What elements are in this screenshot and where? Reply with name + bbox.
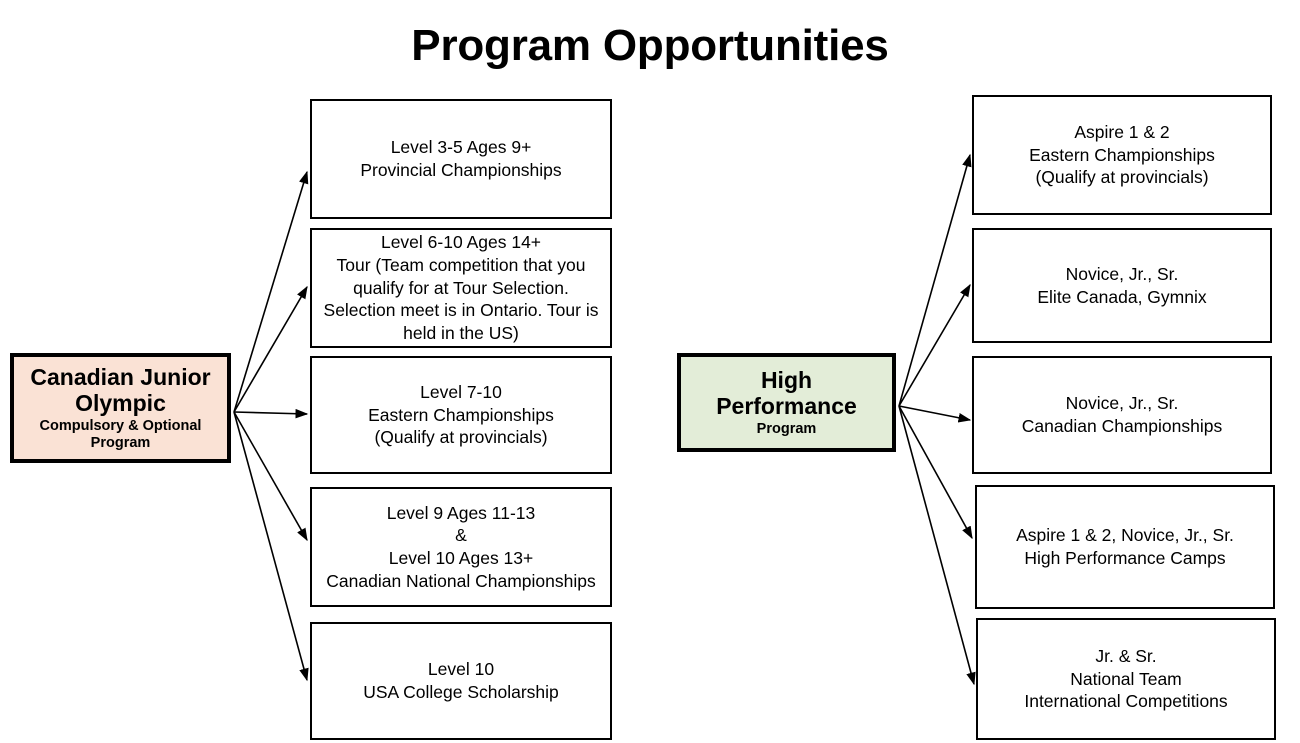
program-subtitle-cjo: Compulsory & Optional Program — [39, 418, 202, 452]
outcome-line: (Qualify at provincials) — [1035, 167, 1209, 188]
page-title: Program Opportunities — [411, 21, 889, 70]
cjo-arrow-3 — [233, 408, 309, 419]
outcome-line: Level 7-10 — [420, 381, 502, 402]
hp-arrow-1 — [898, 153, 972, 407]
outcome-line: & — [455, 525, 467, 546]
outcome-line: Novice, Jr., Sr. — [1065, 393, 1179, 414]
program-box-high-performance[interactable]: High Performance Program — [677, 353, 896, 452]
cjo-arrow-4 — [233, 411, 308, 542]
hp-arrow-2 — [898, 283, 971, 407]
outcome-box-provincial-championships[interactable]: Level 3-5 Ages 9+ Provincial Championshi… — [310, 99, 612, 219]
hp-arrow-5 — [898, 405, 976, 686]
outcome-box-aspire-eastern-championships[interactable]: Aspire 1 & 2 Eastern Championships (Qual… — [972, 95, 1272, 215]
outcome-line: (Qualify at provincials) — [374, 427, 548, 448]
outcome-box-eastern-championships[interactable]: Level 7-10 Eastern Championships (Qualif… — [310, 356, 612, 474]
outcome-line: National Team — [1070, 668, 1182, 689]
outcome-box-high-performance-camps[interactable]: Aspire 1 & 2, Novice, Jr., Sr. High Perf… — [975, 485, 1275, 609]
outcome-line: High Performance Camps — [1024, 548, 1226, 568]
outcome-line: Level 9 Ages 11-13 — [386, 502, 536, 523]
outcome-box-canadian-championships[interactable]: Novice, Jr., Sr. Canadian Championships — [972, 356, 1272, 474]
outcome-line: Level 6-10 Ages 14+ — [380, 232, 542, 253]
outcome-box-canadian-national-championships[interactable]: Level 9 Ages 11-13 & Level 10 Ages 13+ C… — [310, 487, 612, 607]
outcome-box-usa-college-scholarship[interactable]: Level 10 USA College Scholarship — [310, 622, 612, 740]
outcome-line: Aspire 1 & 2, Novice, Jr., Sr. — [1016, 525, 1234, 546]
outcome-line: Jr. & Sr. — [1095, 645, 1157, 666]
outcome-line: qualify for at Tour Selection. — [353, 277, 569, 298]
cjo-arrow-2 — [233, 285, 308, 413]
program-title-hp: High Performance — [716, 366, 857, 419]
outcome-box-tour[interactable]: Level 6-10 Ages 14+ Tour (Team competiti… — [310, 228, 612, 348]
program-box-canadian-junior-olympic[interactable]: Canadian Junior Olympic Compulsory & Opt… — [10, 353, 231, 463]
hp-arrow-3 — [898, 405, 972, 423]
cjo-arrow-1 — [233, 170, 309, 413]
cjo-arrow-5 — [233, 411, 309, 682]
outcome-line: Level 10 — [427, 659, 495, 680]
outcome-line: Aspire 1 & 2 — [1074, 121, 1170, 142]
outcome-line: Provincial Championships — [360, 160, 562, 180]
outcome-line: USA College Scholarship — [363, 682, 559, 702]
outcome-box-elite-canada-gymnix[interactable]: Novice, Jr., Sr. Elite Canada, Gymnix — [972, 228, 1272, 343]
outcome-line: Canadian National Championships — [326, 570, 596, 591]
program-subtitle-hp: Program — [756, 421, 817, 438]
outcome-line: Level 10 Ages 13+ — [388, 548, 534, 568]
outcome-line: International Competitions — [1024, 691, 1228, 712]
outcome-line: Eastern Championships — [1029, 144, 1215, 165]
program-title-cjo: Canadian Junior Olympic — [30, 363, 211, 416]
outcome-line: Elite Canada, Gymnix — [1037, 286, 1207, 307]
outcome-line: Eastern Championships — [368, 404, 554, 425]
outcome-line: Novice, Jr., Sr. — [1065, 263, 1179, 284]
cjo-connector-group — [233, 170, 309, 682]
hp-connector-group — [898, 153, 976, 686]
outcome-line: Tour (Team competition that you — [336, 254, 586, 275]
outcome-line: Selection meet is in Ontario. Tour is — [323, 300, 599, 321]
hp-arrow-4 — [898, 405, 973, 540]
outcome-box-national-team-international[interactable]: Jr. & Sr. National Team International Co… — [976, 618, 1276, 740]
outcome-line: held in the US) — [403, 323, 519, 344]
outcome-line: Canadian Championships — [1021, 416, 1223, 436]
outcome-line: Level 3-5 Ages 9+ — [390, 137, 532, 158]
